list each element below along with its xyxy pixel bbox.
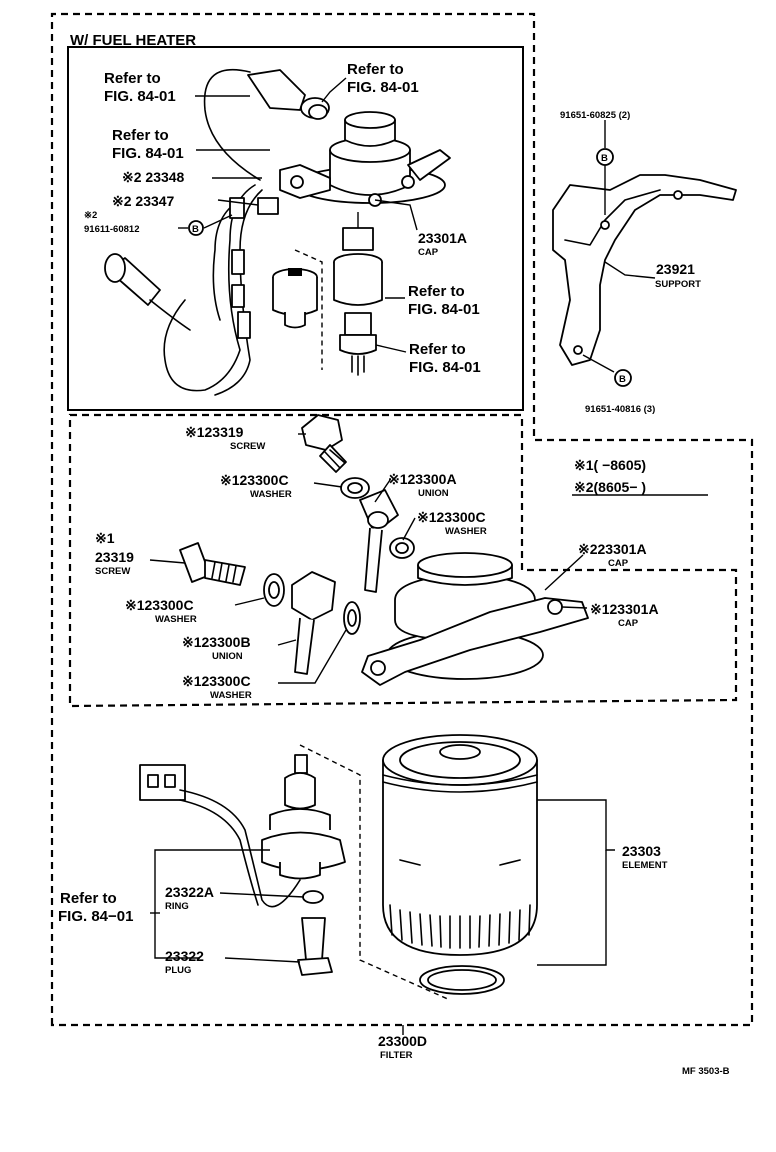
label-washer-upper: WASHER [250,489,292,500]
fuel-heater-drawing [104,68,451,396]
part-23300C-right: ※123300C [417,509,486,525]
label-cap-mark2: CAP [608,558,629,569]
mark-1-screw: ※1 [95,530,115,546]
label-washer-lower: WASHER [210,690,252,701]
part-23300A: ※123300A [388,471,457,487]
legend-2: ※2(8605− ) [574,479,646,495]
part-23322A: 23322A [165,884,214,900]
cap-assembly-frame [68,413,738,708]
legend-1: ※1( −8605) [574,457,646,473]
part-23300B: ※123300B [182,634,251,650]
B-circle-icon [614,369,632,387]
fig-ref-2: FIG. 84-01 [347,79,419,96]
svg-text:B: B [192,224,199,235]
refer-to-label-3: Refer to [112,127,169,144]
fig-ref-1: FIG. 84-01 [104,88,176,105]
refer-to-label-2: Refer to [347,61,404,78]
bolt-marker-91611: B [188,220,204,236]
label-filter: FILTER [380,1050,413,1061]
label-washer-left: WASHER [155,614,197,625]
part-23322: 23322 [165,948,204,964]
fig-ref-6: FIG. 84−01 [58,908,133,925]
label-ring: RING [165,901,189,912]
part-23300C-upper: ※123300C [220,472,289,488]
part-23301A-mark1: ※123301A [590,601,659,617]
part-23319-left: 23319 [95,549,134,565]
filter-assembly-frame [50,12,754,1027]
part-23300D: 23300D [378,1033,427,1049]
label-cap-mark1: CAP [618,618,639,629]
part-91611-60812: 91611-60812 [84,224,139,235]
svg-text:B: B [601,153,608,164]
refer-to-label-6: Refer to [60,890,117,907]
part-23301A-top: 23301A [418,230,467,246]
fig-ref-5: FIG. 84-01 [409,359,481,376]
part-91651-60825: 91651-60825 (2) [560,110,630,121]
label-screw-top: SCREW [230,441,265,452]
part-23348: ※2 23348 [122,169,185,185]
label-plug: PLUG [165,965,191,976]
bolt-marker-60825: B [596,148,614,166]
B-circle-icon [188,220,204,236]
support-bracket-drawing [552,174,737,366]
bolt-marker-40816: B [614,369,632,387]
cap-assembly-drawing [179,414,589,686]
label-support: SUPPORT [655,279,701,290]
B-circle-icon [596,148,614,166]
part-23303: 23303 [622,843,661,859]
fuel-heater-box [67,46,524,411]
label-element: ELEMENT [622,860,668,871]
part-23300C-lower: ※123300C [182,673,251,689]
refer-to-label-4: Refer to [408,283,465,300]
refer-to-label-5: Refer to [409,341,466,358]
filter-element-drawing [139,734,538,1001]
svg-text:B: B [619,374,626,385]
refer-to-label-1: Refer to [104,70,161,87]
part-23301A-mark2: ※223301A [578,541,647,557]
label-screw-left: SCREW [95,566,130,577]
section-title: W/ FUEL HEATER [70,32,196,49]
part-23921: 23921 [656,261,695,277]
diagram-code: MF 3503-B [682,1066,730,1077]
part-23347: ※2 23347 [112,193,175,209]
fig-ref-4: FIG. 84-01 [408,301,480,318]
label-washer-right: WASHER [445,526,487,537]
label-union-b: UNION [212,651,243,662]
part-23300C-left: ※123300C [125,597,194,613]
fig-ref-3: FIG. 84-01 [112,145,184,162]
part-23319-top: ※123319 [185,424,244,440]
label-union-top: UNION [418,488,449,499]
part-91611-mark: ※2 [84,210,97,221]
part-91651-40816: 91651-40816 (3) [585,404,655,415]
label-cap-top: CAP [418,247,439,258]
